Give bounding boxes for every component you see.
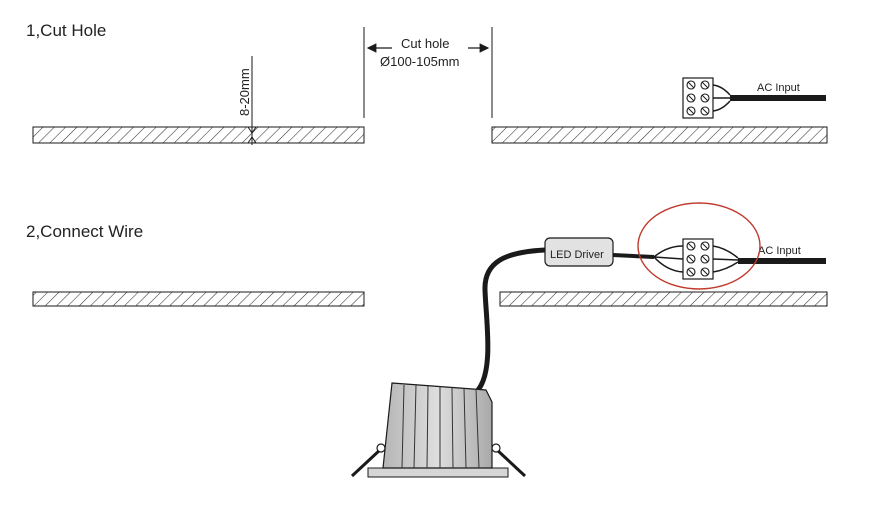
terminal-block-step1	[682, 77, 714, 119]
cut-hole-size: Ø100-105mm	[380, 54, 459, 69]
ac-input-label-step1: AC Input	[757, 82, 800, 94]
driver-output-wires	[612, 245, 684, 273]
ac-cable-step2	[712, 245, 826, 273]
led-driver-label: LED Driver	[550, 249, 604, 261]
led-driver-box	[544, 237, 614, 267]
cut-hole-title: Cut hole	[401, 36, 449, 51]
connection-highlight-circle	[637, 202, 761, 290]
depth-dimension	[247, 56, 257, 145]
step2-title: 2,Connect Wire	[26, 222, 143, 241]
depth-label: 8-20mm	[237, 68, 252, 116]
ceiling-left-step2	[32, 291, 365, 307]
ceiling-right-step1	[491, 126, 828, 144]
lamp-driver-cable	[475, 247, 546, 392]
ceiling-right-step2	[499, 291, 828, 307]
ac-input-label-step2: AC Input	[758, 245, 801, 257]
step1-title: 1,Cut Hole	[26, 21, 106, 40]
downlight-fixture	[350, 382, 527, 478]
terminal-block-step2	[682, 238, 714, 280]
ac-cable-step1	[712, 84, 826, 112]
ceiling-left-step1	[32, 126, 365, 144]
